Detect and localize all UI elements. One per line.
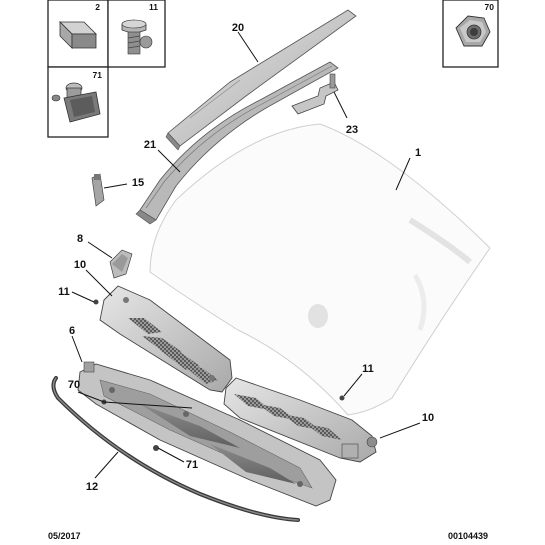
screw-markers	[93, 299, 345, 451]
footer-date: 05/2017	[48, 531, 81, 541]
bracket	[291, 73, 339, 115]
lower-support-tray	[77, 361, 337, 507]
callout-10-right: 10	[422, 412, 434, 424]
upright-clip	[91, 173, 105, 207]
callout-11-right: 11	[362, 363, 374, 375]
callout-8: 8	[77, 233, 83, 245]
scuttle-panel-left	[99, 285, 233, 393]
thumbnail-panel: 2 11 71 70	[47, 0, 499, 138]
callout-23: 23	[346, 124, 358, 136]
a-pillar-seal-strip	[135, 61, 339, 225]
callout-70: 70	[68, 379, 80, 391]
callout-12: 12	[86, 481, 98, 493]
callout-6: 6	[69, 325, 75, 337]
footer-reference: 00104439	[448, 531, 489, 541]
callout-11-left: 11	[58, 286, 70, 298]
callout-20: 20	[232, 22, 244, 34]
nut-icon	[455, 15, 491, 47]
thumbnail-ref-71: 71	[93, 70, 103, 80]
thumbnail-ref-70: 70	[485, 2, 495, 12]
windscreen	[149, 123, 491, 416]
rubber-seal-strip	[51, 376, 300, 522]
scuttle-panel-right	[223, 377, 378, 463]
leader-lines	[71, 31, 421, 479]
upper-trim-strip	[165, 9, 357, 151]
foam-pad-icon	[59, 21, 97, 49]
callout-labels: 20 23 21 1 15 8 10 11 6 11 70 10 71 12	[58, 22, 434, 493]
corner-bracket	[109, 249, 133, 279]
callout-21: 21	[144, 139, 156, 151]
callout-71: 71	[186, 459, 198, 471]
thumbnail-ref-11: 11	[149, 2, 158, 12]
clip-fastener-icon	[51, 82, 101, 123]
callout-1: 1	[415, 147, 421, 159]
callout-15: 15	[132, 177, 144, 189]
screw-icon	[121, 19, 153, 55]
thumbnail-ref-2: 2	[95, 2, 100, 12]
callout-10-left: 10	[74, 259, 86, 271]
